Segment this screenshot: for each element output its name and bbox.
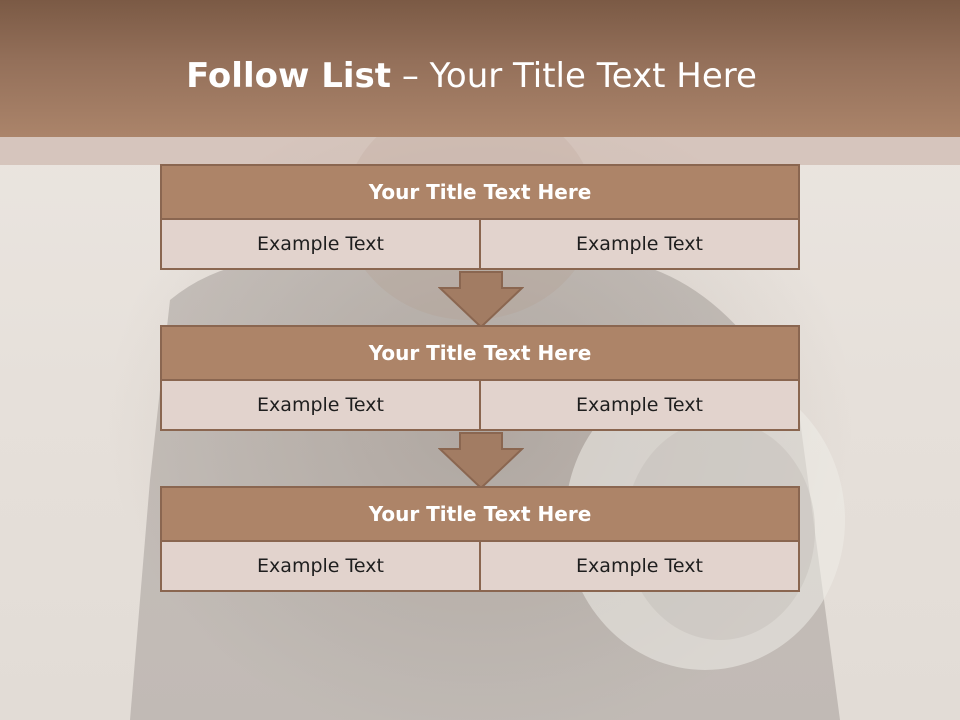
down-arrow-icon (438, 432, 524, 490)
title-subtitle: Your Title Text Here (429, 56, 757, 96)
block-row: Example Text Example Text (160, 381, 800, 431)
list-block-1: Your Title Text Here Example Text Exampl… (160, 164, 800, 270)
list-block-2: Your Title Text Here Example Text Exampl… (160, 325, 800, 431)
block-right-text: Example Text (479, 542, 798, 590)
block-left-text: Example Text (162, 220, 479, 268)
header-bar (0, 0, 960, 137)
header-strip (0, 137, 960, 165)
title-dash: – (401, 56, 419, 96)
title-main: Follow List (186, 56, 392, 96)
block-left-text: Example Text (162, 542, 479, 590)
block-right-text: Example Text (479, 220, 798, 268)
down-arrow-icon (438, 271, 524, 329)
block-title: Your Title Text Here (160, 486, 800, 542)
block-row: Example Text Example Text (160, 542, 800, 592)
block-left-text: Example Text (162, 381, 479, 429)
block-row: Example Text Example Text (160, 220, 800, 270)
list-block-3: Your Title Text Here Example Text Exampl… (160, 486, 800, 592)
block-title: Your Title Text Here (160, 325, 800, 381)
block-title: Your Title Text Here (160, 164, 800, 220)
block-right-text: Example Text (479, 381, 798, 429)
slide-title: Follow List – Your Title Text Here (0, 55, 943, 97)
